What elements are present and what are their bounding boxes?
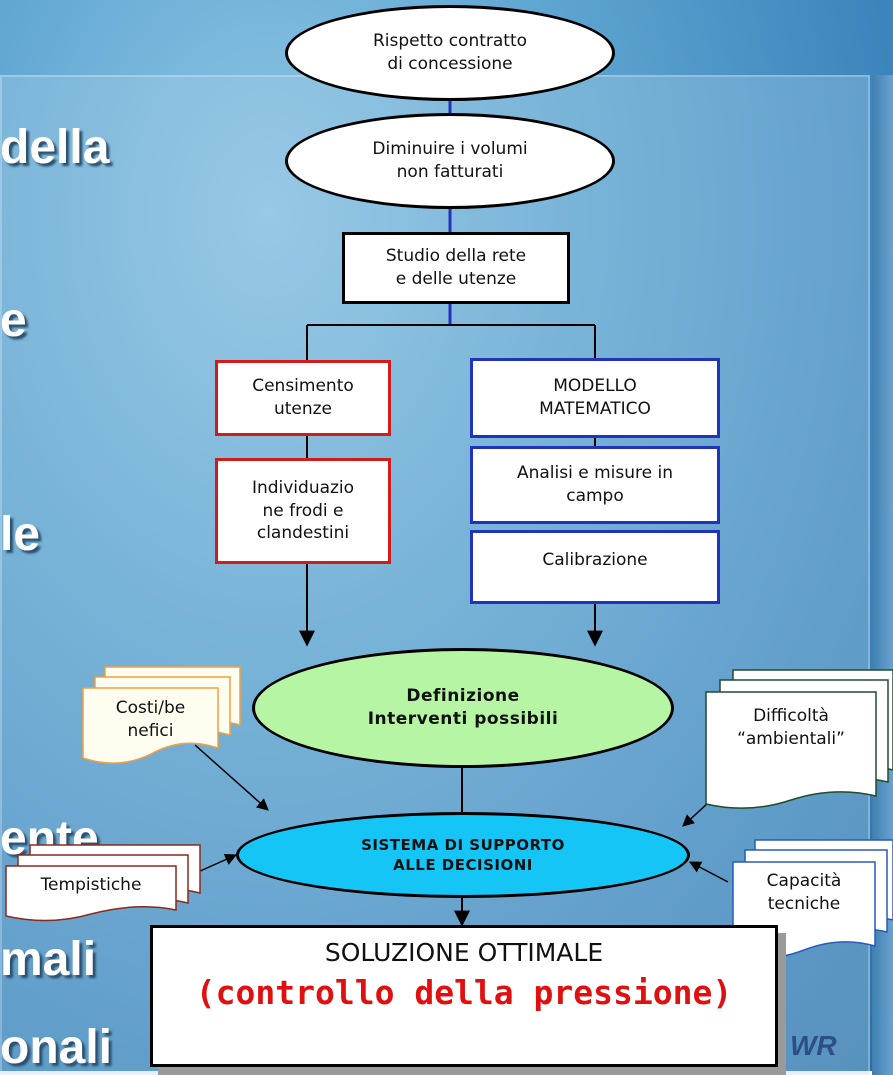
right-band	[872, 75, 893, 1075]
node-censimento-utenze: Censimento utenze	[215, 360, 391, 436]
node-analisi-misure: Analisi e misure in campo	[470, 446, 720, 524]
doc-costi-benefici: Costi/be nefici	[115, 698, 186, 741]
doc-difficolta-ambientali: Difficoltà “ambientali”	[737, 706, 845, 749]
node-definizione-interventi: Definizione Interventi possibili	[252, 648, 674, 768]
node-individuazione-frodi: Individuazio ne frodi e clandestini	[215, 458, 391, 564]
bg-word-le: le	[0, 508, 41, 561]
result-line-1: SOLUZIONE OTTIMALE	[324, 938, 604, 967]
doc-capacita-tecniche: Capacità tecniche	[766, 871, 842, 914]
doc-tempistiche: Tempistiche	[40, 875, 142, 895]
bg-word-onali: onali	[0, 1021, 113, 1074]
node-modello-matematico: MODELLO MATEMATICO	[470, 358, 720, 438]
arrow-capacita-to-dss	[688, 861, 729, 883]
node-studio-rete: Studio della rete e delle utenze	[342, 232, 570, 304]
arrow-tempistiche-to-dss	[197, 853, 238, 873]
bg-word-e: e	[0, 294, 27, 347]
node-diminuire-volumi: Diminuire i volumi non fatturati	[285, 113, 615, 209]
company-logo: WR	[790, 1030, 837, 1061]
node-calibrazione: Calibrazione	[470, 530, 720, 604]
node-sistema-supporto-decisioni: SISTEMA DI SUPPORTO ALLE DECISIONI	[236, 812, 690, 898]
doc-tempistiche-shape	[5, 844, 201, 922]
result-line-2: (controllo della pressione)	[195, 973, 733, 1012]
doc-costi-shape	[82, 666, 241, 764]
bg-word-della: della	[0, 121, 110, 174]
result-soluzione-ottimale: SOLUZIONE OTTIMALE (controllo della pres…	[150, 925, 778, 1067]
bg-word-mali: mali	[0, 933, 97, 986]
node-rispetto-contratto: Rispetto contratto di concessione	[285, 5, 615, 101]
doc-difficolta-shape	[705, 669, 893, 809]
arrow-costi-to-dss	[194, 744, 269, 811]
